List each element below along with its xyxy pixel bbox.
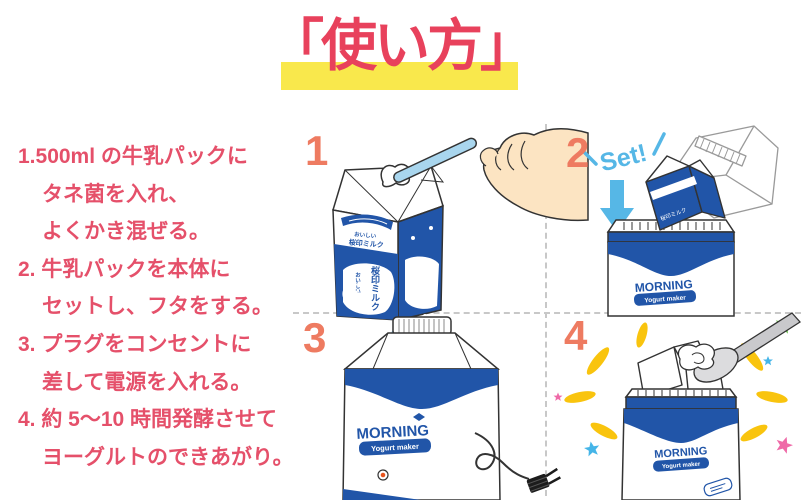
page-title-block: 「使い方」 bbox=[0, 0, 801, 100]
step-panel-1: おいしい 桜印ミルク おいしい 桜印ミルク 1 bbox=[293, 120, 589, 321]
instruction-line-8: 4. 約 5〜10 時間発酵させて bbox=[18, 408, 278, 432]
maker-product: Yogurt maker bbox=[662, 462, 701, 471]
panel-divider-vertical bbox=[545, 124, 547, 496]
maker-brand: MORNING bbox=[634, 277, 693, 295]
instruction-line-6: 3. プラグをコンセントに bbox=[18, 332, 252, 356]
instruction-line-4: 2. 牛乳パックを本体に bbox=[18, 257, 231, 281]
milk-carton: おいしい 桜印ミルク おいしい 桜印ミルク bbox=[332, 204, 444, 321]
page-title: 「使い方」 bbox=[268, 14, 536, 77]
ribbon-banner bbox=[341, 214, 393, 230]
step-panel-2: Set! 桜印ミルク MORNIN bbox=[546, 120, 801, 317]
spoon-icon bbox=[677, 312, 801, 383]
yogurt-maker-top: MORNING Yogurt maker bbox=[621, 388, 741, 500]
stir-stick bbox=[393, 137, 478, 183]
set-callout: Set! bbox=[580, 132, 666, 178]
yogurt-dollop bbox=[677, 343, 715, 371]
instruction-line-9: ヨーグルトのできあがり。 bbox=[42, 445, 294, 469]
power-light bbox=[377, 469, 389, 481]
instruction-line-2: タネ菌を入れ、 bbox=[42, 182, 190, 206]
step-panel-4: MORNING Yogurt maker 4 bbox=[546, 312, 801, 500]
carton-tagline: おいしい bbox=[354, 231, 377, 240]
plug-icon bbox=[526, 467, 561, 493]
ready-illustration: MORNING Yogurt maker bbox=[553, 312, 801, 500]
instruction-line-3: よくかき混ぜる。 bbox=[42, 220, 210, 244]
instruction-line-1: 1.500ml の牛乳パックに bbox=[18, 145, 248, 168]
title-highlight bbox=[281, 62, 518, 90]
set-illustration: Set! 桜印ミルク MORNIN bbox=[580, 125, 779, 317]
yogurt-maker-front: MORNING Yogurt maker bbox=[607, 231, 735, 317]
set-callout-text: Set! bbox=[597, 139, 650, 178]
step-number-3: 3 bbox=[303, 314, 327, 361]
maker-brand: MORNING bbox=[654, 445, 708, 461]
milk-carton-small: 桜印ミルク bbox=[645, 155, 726, 231]
maker-emblem-icon bbox=[413, 413, 425, 421]
maker-brand: MORNING bbox=[356, 422, 429, 443]
instruction-line-7: 差して電源を入れる。 bbox=[42, 370, 252, 394]
carton-tagline-vertical: おいしい bbox=[354, 272, 361, 295]
instruction-list: 1.500ml の牛乳パックに タネ菌を入れ、 よくかき混ぜる。 2. 牛乳パッ… bbox=[18, 138, 294, 476]
carton-brand-vertical: 桜印ミルク bbox=[370, 265, 380, 311]
crown-emblem-icon bbox=[342, 283, 364, 305]
step-number-2: 2 bbox=[566, 129, 590, 176]
plug-in-illustration: MORNING Yogurt maker bbox=[342, 316, 561, 500]
instruction-line-5: セットし、フタをする。 bbox=[42, 295, 273, 319]
step-panel-3: MORNING Yogurt maker 3 bbox=[293, 313, 561, 500]
power-cord bbox=[474, 432, 530, 480]
yogurt-maker: MORNING Yogurt maker bbox=[342, 316, 501, 500]
step-number-1: 1 bbox=[305, 127, 329, 174]
stir-illustration: おいしい 桜印ミルク おいしい 桜印ミルク bbox=[332, 128, 589, 321]
maker-product: Yogurt maker bbox=[371, 442, 419, 453]
panel-divider-horizontal bbox=[293, 312, 801, 314]
down-arrow-icon bbox=[600, 180, 634, 232]
step-number-4: 4 bbox=[564, 312, 588, 359]
maker-product: Yogurt maker bbox=[644, 295, 686, 305]
hand-with-spoon bbox=[479, 128, 589, 222]
maker-badge bbox=[703, 477, 733, 497]
